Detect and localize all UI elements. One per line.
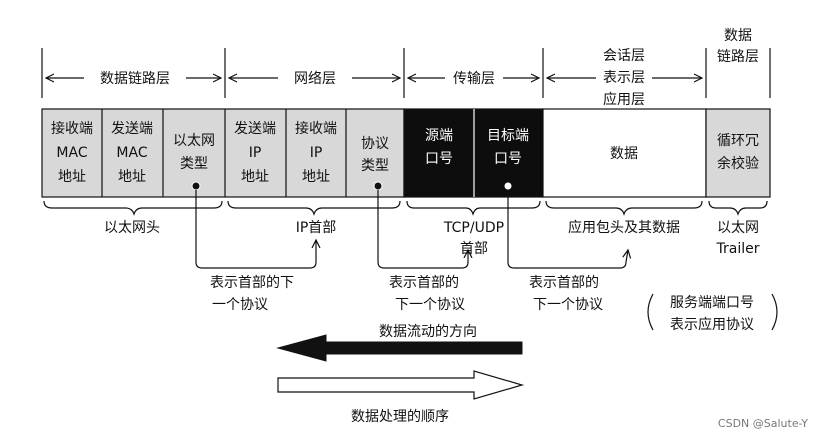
group-eth-trailer-line1: 以太网 xyxy=(717,220,759,236)
dst-port-dot xyxy=(503,181,513,191)
note-next-protocol-1-line2: 一个协议 xyxy=(212,297,268,313)
protocol-dot xyxy=(373,181,383,191)
cell-dst-port-line2: 口号 xyxy=(494,151,522,167)
processing-order-label: 数据处理的顺序 xyxy=(351,409,449,425)
note-next-protocol-3-line1: 表示首部的 xyxy=(529,275,599,291)
paren-right-icon xyxy=(771,293,778,331)
header-row: 接收端 MAC 地址 发送端 MAC 地址 以太网 类型 发送端 IP 地址 接… xyxy=(41,108,771,198)
group-tcp-udp-line2: 首部 xyxy=(460,241,488,257)
group-tcp-udp-line1: TCP/UDP xyxy=(443,220,504,236)
cell-protocol: 协议 类型 xyxy=(361,136,389,174)
cell-eth-type: 以太网 类型 xyxy=(173,133,215,172)
layer-trailer-label-2: 链路层 xyxy=(717,49,759,65)
arrow-eth-to-ip xyxy=(195,190,316,269)
layer-network: 网络层 xyxy=(229,71,400,87)
group-braces xyxy=(43,200,768,216)
watermark: CSDN @Salute-Y xyxy=(717,417,808,430)
cell-protocol-line2: 类型 xyxy=(361,158,389,174)
layer-datalink-label: 数据链路层 xyxy=(100,71,170,87)
crc-cell xyxy=(705,108,771,198)
cell-crc: 循环冗 余校验 xyxy=(717,133,759,172)
cell-dst-port-line1: 目标端 xyxy=(487,128,529,144)
flow-direction-label: 数据流动的方向 xyxy=(379,324,477,340)
note-next-protocol-3-line2: 下一个协议 xyxy=(533,297,603,313)
ip-header-background xyxy=(41,108,405,198)
cell-src-ip-line3: 地址 xyxy=(241,169,269,185)
cell-crc-line2: 余校验 xyxy=(717,155,759,172)
arrow-port-to-app xyxy=(507,190,628,269)
cell-dst-ip-line2: IP xyxy=(310,145,323,161)
layer-trailer: 数据 链路层 xyxy=(717,28,759,65)
cell-src-mac-line1: 发送端 xyxy=(111,121,153,137)
layer-network-label: 网络层 xyxy=(294,71,336,87)
note-next-protocol-2-line1: 表示首部的 xyxy=(389,275,459,291)
layer-session-label: 会话层 xyxy=(603,48,645,64)
cell-dst-ip-line1: 接收端 xyxy=(295,120,337,137)
cell-src-mac-line2: MAC xyxy=(116,145,147,161)
layer-transport: 传输层 xyxy=(408,71,539,87)
note-next-protocol-2-line2: 下一个协议 xyxy=(395,297,465,313)
cell-dst-mac-line1: 接收端 xyxy=(51,120,93,137)
layer-upper: 会话层 表示层 应用层 xyxy=(547,48,702,108)
cell-eth-type-line1: 以太网 xyxy=(173,133,215,149)
cell-src-ip: 发送端 IP 地址 xyxy=(234,121,276,185)
eth-type-dot xyxy=(191,181,201,191)
cell-src-mac: 发送端 MAC 地址 xyxy=(111,121,153,185)
group-eth-trailer-line2: Trailer xyxy=(716,241,760,257)
arrow-ip-to-tcp xyxy=(377,190,468,269)
cell-dst-mac-line3: 地址 xyxy=(58,169,86,185)
cell-dst-mac-line2: MAC xyxy=(56,145,87,161)
group-app-header: 应用包头及其数据 xyxy=(568,219,680,236)
flow-direction-arrow-icon xyxy=(276,334,523,362)
cell-crc-line1: 循环冗 xyxy=(717,133,759,149)
layer-application-label: 应用层 xyxy=(603,91,645,108)
cell-src-ip-line2: IP xyxy=(249,145,262,161)
layer-presentation-label: 表示层 xyxy=(603,70,645,86)
cell-src-port: 源端 口号 xyxy=(425,128,453,167)
layer-trailer-label-1: 数据 xyxy=(724,28,752,44)
note-service-port-line2: 表示应用协议 xyxy=(670,316,754,333)
processing-order-arrow-icon xyxy=(277,370,525,400)
layer-transport-label: 传输层 xyxy=(453,71,495,87)
cell-dst-ip: 接收端 IP 地址 xyxy=(295,120,337,185)
cell-dst-port: 目标端 口号 xyxy=(487,128,529,167)
cell-data-label: 数据 xyxy=(610,146,638,162)
note-service-port-line1: 服务端端口号 xyxy=(670,295,754,311)
cell-src-mac-line3: 地址 xyxy=(118,169,146,185)
note-next-protocol-1-line1: 表示首部的下 xyxy=(210,275,294,291)
note-service-port: 服务端端口号 表示应用协议 xyxy=(647,293,778,333)
group-eth-header: 以太网头 xyxy=(104,220,160,236)
cell-dst-ip-line3: 地址 xyxy=(302,169,330,185)
cell-protocol-line1: 协议 xyxy=(361,136,389,152)
cell-src-port-line1: 源端 xyxy=(425,128,453,144)
paren-left-icon xyxy=(647,293,654,331)
group-ip-header: IP首部 xyxy=(296,220,337,236)
cell-src-port-line2: 口号 xyxy=(425,151,453,167)
layer-datalink: 数据链路层 xyxy=(46,71,221,87)
cell-dst-mac: 接收端 MAC 地址 xyxy=(51,120,93,185)
cell-eth-type-line2: 类型 xyxy=(180,156,208,172)
cell-src-ip-line1: 发送端 xyxy=(234,121,276,137)
